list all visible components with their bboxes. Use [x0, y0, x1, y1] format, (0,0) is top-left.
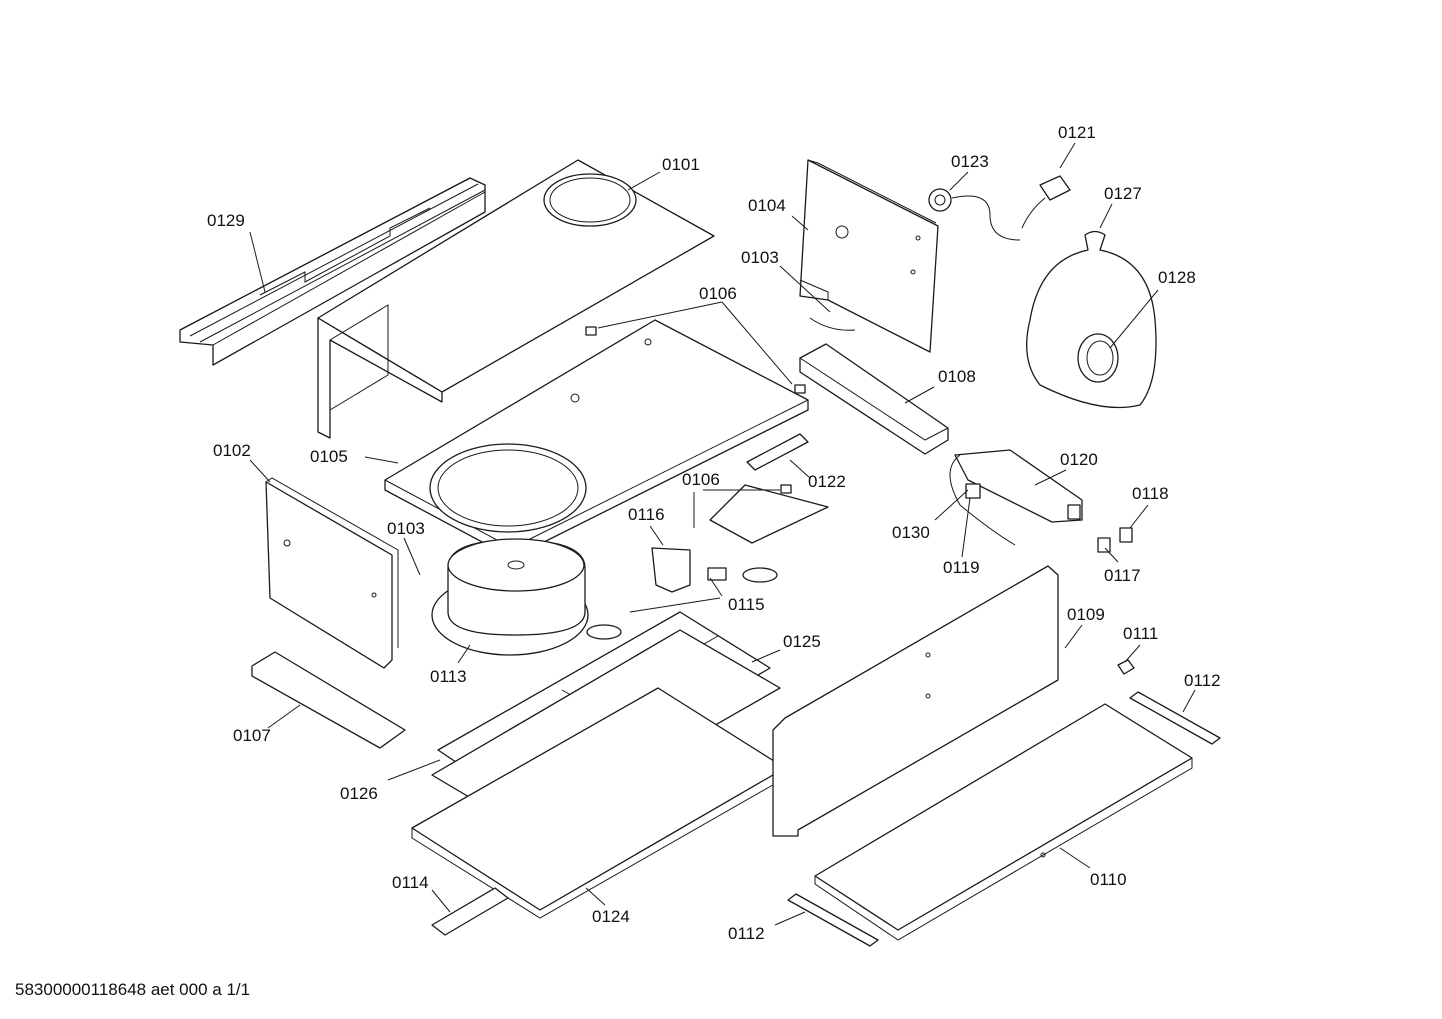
label-0106b: 0106: [682, 470, 720, 489]
part-0109-front-panel: [772, 565, 1059, 837]
label-0124: 0124: [592, 907, 630, 926]
label-0114: 0114: [392, 873, 429, 892]
part-0123-strain-relief: [928, 188, 952, 212]
label-0119: 0119: [943, 558, 980, 577]
part-0120-transformer: [954, 449, 1083, 523]
label-0121: 0121: [1058, 123, 1096, 142]
label-0104: 0104: [748, 196, 786, 215]
label-0105: 0105: [310, 447, 348, 466]
label-0103a: 0103: [741, 248, 779, 267]
label-0112a: 0112: [1184, 671, 1221, 690]
part-0117-button: [1097, 537, 1111, 553]
part-0110-tray: [814, 703, 1193, 941]
label-0107: 0107: [233, 726, 271, 745]
label-0111: 0111: [1123, 624, 1158, 643]
part-0119-switch: [965, 483, 981, 499]
part-0128-adapter-ring: [1077, 333, 1119, 383]
part-labels: 0101 0129 0104 0121 0123 0127 0128 0103 …: [207, 123, 1221, 943]
label-0102: 0102: [213, 441, 251, 460]
part-0115-lamps: [586, 567, 778, 640]
label-0115: 0115: [728, 595, 765, 614]
label-0127: 0127: [1104, 184, 1142, 203]
label-0120: 0120: [1060, 450, 1098, 469]
part-0103a-strip: [809, 317, 856, 331]
part-0114-strip: [431, 887, 509, 936]
document-code: 58300000118648 aet 000 a 1/1: [15, 980, 251, 999]
part-0107-channel: [251, 651, 406, 749]
part-0106b-plate: [709, 484, 829, 544]
label-0122: 0122: [808, 472, 846, 491]
label-0123: 0123: [951, 152, 989, 171]
part-0118-button: [1119, 527, 1133, 543]
label-0106a: 0106: [699, 284, 737, 303]
part-0104-side-panel: [799, 159, 939, 353]
part-0106-brackets: [585, 326, 806, 494]
part-0116-holder: [651, 547, 691, 593]
label-0110: 0110: [1090, 870, 1127, 889]
label-0108: 0108: [938, 367, 976, 386]
part-0124-grease-filter: [411, 687, 786, 919]
part-0122-terminal: [746, 433, 809, 471]
label-0118: 0118: [1132, 484, 1169, 503]
label-0126: 0126: [340, 784, 378, 803]
part-0102-side-plate: [265, 477, 399, 669]
label-0109: 0109: [1067, 605, 1105, 624]
label-0129: 0129: [207, 211, 245, 230]
part-0111-clip: [1117, 659, 1135, 675]
part-0112a-slide: [1129, 691, 1221, 745]
label-0116: 0116: [628, 505, 665, 524]
part-0101-top-housing: [317, 159, 715, 439]
part-0112b-slide: [787, 893, 879, 947]
label-0130: 0130: [892, 523, 930, 542]
leader-lines: [249, 142, 1196, 926]
part-0130-cable: [949, 454, 1016, 546]
label-0112b: 0112: [728, 924, 765, 943]
label-0125: 0125: [783, 632, 821, 651]
label-0113: 0113: [430, 667, 467, 686]
part-0108-profile: [799, 343, 949, 455]
part-0113-fan: [431, 538, 589, 656]
label-0101: 0101: [662, 155, 700, 174]
part-0127-accessory-bag: [1026, 230, 1157, 409]
part-0121-plug: [951, 175, 1071, 241]
part-0129-rail: [179, 177, 486, 366]
label-0128: 0128: [1158, 268, 1196, 287]
label-0117: 0117: [1104, 566, 1141, 585]
label-0103b: 0103: [387, 519, 425, 538]
part-0105-base-plate: [384, 319, 809, 559]
